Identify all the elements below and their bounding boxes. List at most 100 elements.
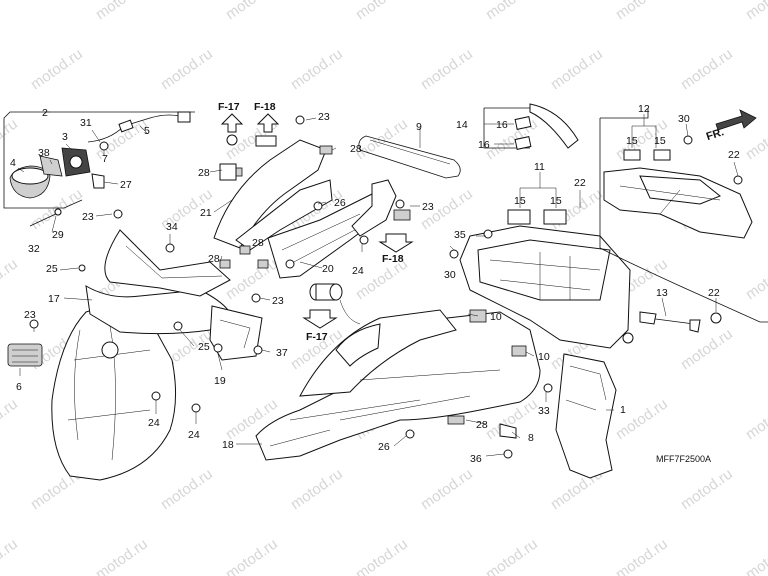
watermark-text: motod.ru — [678, 465, 736, 513]
part-reflector-6 — [7, 343, 43, 367]
callout-14: 14 — [456, 119, 468, 131]
callout-13: 13 — [656, 287, 668, 299]
callout-2: 2 — [42, 107, 48, 119]
callout-10a: 10 — [490, 311, 502, 323]
callout-11: 11 — [534, 161, 545, 173]
watermark-text: motod.ru — [158, 45, 216, 93]
watermark-text: motod.ru — [743, 255, 768, 303]
callout-24b: 24 — [188, 429, 200, 441]
callout-22a: 22 — [574, 177, 586, 189]
part-harness — [87, 114, 187, 143]
part-bracket-right — [285, 179, 411, 269]
watermark-text: motod.ru — [483, 115, 541, 163]
center-bracket-group — [213, 115, 393, 279]
part-clips-14-16 — [483, 103, 579, 150]
part-rubber — [39, 155, 63, 177]
callout-24a: 24 — [148, 417, 160, 429]
part-bolt-32 — [29, 211, 61, 227]
callout-9: 9 — [416, 121, 422, 133]
callout-18: 18 — [222, 439, 234, 451]
watermark-text: motod.ru — [223, 535, 281, 576]
callout-12: 12 — [638, 103, 650, 115]
callout-20: 20 — [322, 263, 334, 275]
lamp-assembly-group — [3, 111, 195, 227]
callout-26a: 26 — [334, 197, 346, 209]
callout-27: 27 — [120, 179, 132, 191]
ref-f17-top: F-17 — [218, 101, 240, 113]
callout-15c: 15 — [626, 135, 638, 147]
group-bracket-left — [3, 111, 92, 209]
callout-4: 4 — [10, 157, 16, 169]
callout-8: 8 — [528, 432, 534, 444]
part-belt-9 — [358, 135, 461, 179]
callout-35: 35 — [454, 229, 466, 241]
watermark-text: motod.ru — [418, 45, 476, 93]
watermark-text: motod.ru — [93, 0, 151, 23]
callout-29: 29 — [52, 229, 64, 241]
watermark-text: motod.ru — [613, 535, 671, 576]
callout-25b: 25 — [198, 341, 210, 353]
watermark-text: motod.ru — [93, 535, 151, 576]
watermark-text: motod.ru — [223, 0, 281, 23]
leader-lines — [17, 111, 739, 457]
callout-labels: 1 2 3 4 5 6 7 8 9 10 10 11 12 13 14 15 1… — [10, 103, 740, 465]
callout-17: 17 — [48, 293, 60, 305]
callout-32: 32 — [28, 243, 40, 255]
watermark-text: motod.ru — [483, 535, 541, 576]
callout-6: 6 — [16, 381, 22, 393]
watermark-text: motod.ru — [0, 395, 21, 443]
part-screw — [99, 141, 109, 151]
watermark-text: motod.ru — [743, 535, 768, 576]
callout-28e: 28 — [476, 419, 488, 431]
callout-1: 1 — [620, 404, 626, 416]
callout-30a: 30 — [444, 269, 456, 281]
watermark-text: motod.ru — [353, 0, 411, 23]
front-label: FR. — [705, 126, 726, 143]
watermark-text: motod.ru — [353, 535, 411, 576]
watermark-text: motod.ru — [0, 0, 21, 23]
watermark-text: motod.ru — [548, 185, 606, 233]
part-pad-15b — [543, 209, 567, 225]
callout-10b: 10 — [538, 351, 550, 363]
callout-23e: 23 — [24, 309, 36, 321]
callout-36: 36 — [470, 453, 482, 465]
battery-box — [449, 209, 634, 349]
watermark-text: motod.ru — [288, 465, 346, 513]
callout-15b: 15 — [550, 195, 562, 207]
callout-7: 7 — [102, 153, 108, 165]
watermark-text: motod.ru — [548, 45, 606, 93]
down-arrow-icon — [302, 309, 338, 329]
callout-5: 5 — [144, 125, 150, 137]
watermark-text: motod.ru — [0, 255, 21, 303]
ref-f18-mid: F-18 — [382, 253, 404, 265]
callout-16b: 16 — [478, 139, 490, 151]
ref-f17-mid: F-17 — [306, 331, 328, 343]
watermark-text: motod.ru — [678, 325, 736, 373]
part-pad-15a — [507, 209, 531, 225]
callout-28d: 28 — [208, 253, 220, 265]
callout-28c: 28 — [252, 237, 264, 249]
watermark-text: motod.ru — [418, 465, 476, 513]
diagram-code: MFF7F2500A — [656, 454, 711, 464]
part-damper — [309, 283, 361, 325]
callout-26b: 26 — [378, 441, 390, 453]
part-strap — [529, 103, 579, 149]
watermark-text: motod.ru — [158, 465, 216, 513]
part-stay — [91, 173, 105, 189]
part-bracket-37 — [209, 305, 263, 361]
callout-28b: 28 — [350, 143, 362, 155]
watermark-text: motod.ru — [678, 45, 736, 93]
down-arrow-icon — [378, 233, 414, 253]
callout-21: 21 — [200, 207, 212, 219]
watermark-text: motod.ru — [613, 0, 671, 23]
ref-f18-top: F-18 — [254, 101, 276, 113]
callout-25a: 25 — [46, 263, 58, 275]
part-panel-1 — [555, 353, 617, 479]
callout-22b: 22 — [728, 149, 740, 161]
callout-23b: 23 — [82, 211, 94, 223]
callout-34: 34 — [166, 221, 178, 233]
inner-fender-18 — [255, 309, 553, 461]
